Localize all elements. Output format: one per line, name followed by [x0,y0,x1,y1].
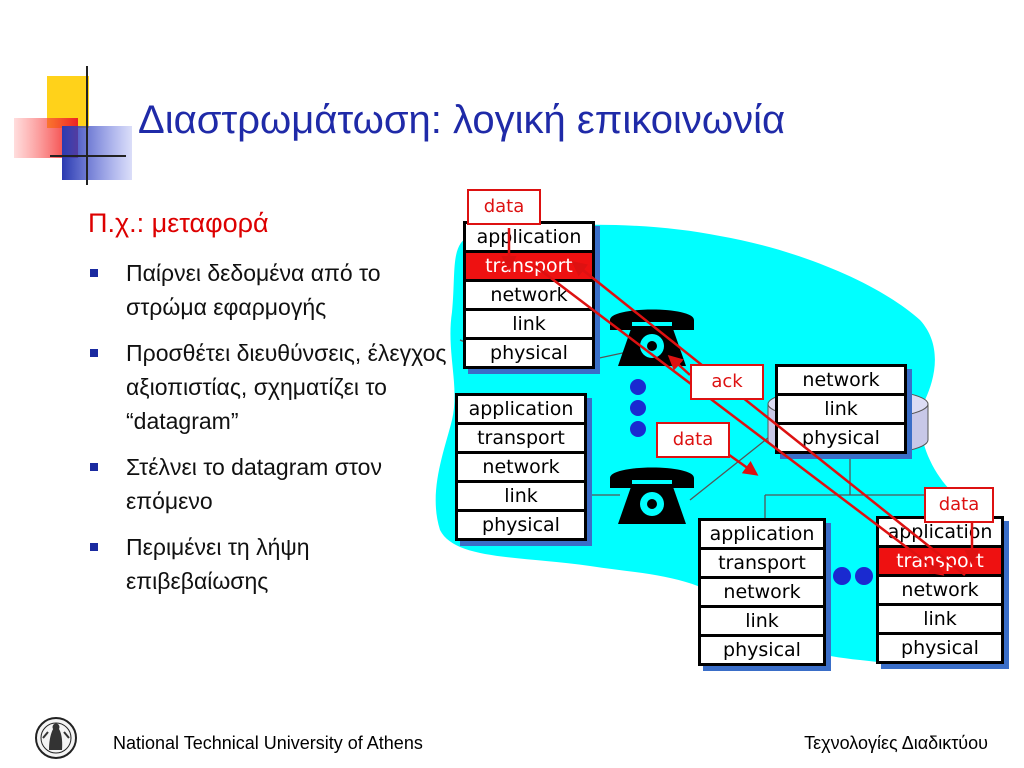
layer-application: application [700,520,824,548]
layer-link: link [878,605,1002,633]
layer-physical: physical [465,339,593,367]
data-label-right: data [924,487,994,523]
bullet-item: Προσθέτει διευθύνσεις, έλεγχος αξιοπιστί… [88,336,448,438]
ack-label: ack [690,364,764,400]
layer-application: application [457,395,585,423]
layer-physical: physical [878,634,1002,662]
bullet-square-icon [90,269,98,277]
bullet-square-icon [90,463,98,471]
layer-transport: transport [465,252,593,280]
protocol-stack-mid-left: application transport network link physi… [455,393,587,541]
university-seal-icon [35,717,77,759]
bullet-square-icon [90,543,98,551]
corner-decoration [14,66,132,185]
footer-institution: National Technical University of Athens [113,733,423,753]
layer-transport: transport [457,424,585,452]
layer-physical: physical [700,636,824,664]
layer-application: application [465,223,593,251]
layer-network: network [878,576,1002,604]
protocol-stack-router: network link physical [775,364,907,454]
bullet-list: Παίρνει δεδομένα από το στρώμα εφαρμογής… [88,256,448,610]
page-title: Διαστρωμάτωση: λογική επικοινωνία [138,98,786,142]
layer-physical: physical [457,511,585,539]
data-label-mid: data [656,422,730,458]
layer-transport: transport [878,547,1002,575]
protocol-stack-bottom-right: application transport network link physi… [876,516,1004,664]
data-label-top: data [467,189,541,225]
layer-link: link [700,607,824,635]
bullet-item: Στέλνει το datagram στον επόμενο [88,450,448,518]
layer-network: network [700,578,824,606]
protocol-stack-top-left: application transport network link physi… [463,221,595,369]
layer-transport: transport [700,549,824,577]
layer-link: link [465,310,593,338]
footer-course: Τεχνολογίες Διαδικτύου [804,733,988,753]
layer-network: network [465,281,593,309]
bullet-item: Παίρνει δεδομένα από το στρώμα εφαρμογής [88,256,448,324]
layer-physical: physical [777,424,905,452]
bullet-square-icon [90,349,98,357]
layer-network: network [777,366,905,394]
layer-network: network [457,453,585,481]
bullet-item: Περιμένει τη λήψη επιβεβαίωσης [88,530,448,598]
example-heading: Π.χ.: μεταφορά [88,208,269,238]
protocol-stack-bottom-mid: application transport network link physi… [698,518,826,666]
layer-link: link [457,482,585,510]
layer-link: link [777,395,905,423]
